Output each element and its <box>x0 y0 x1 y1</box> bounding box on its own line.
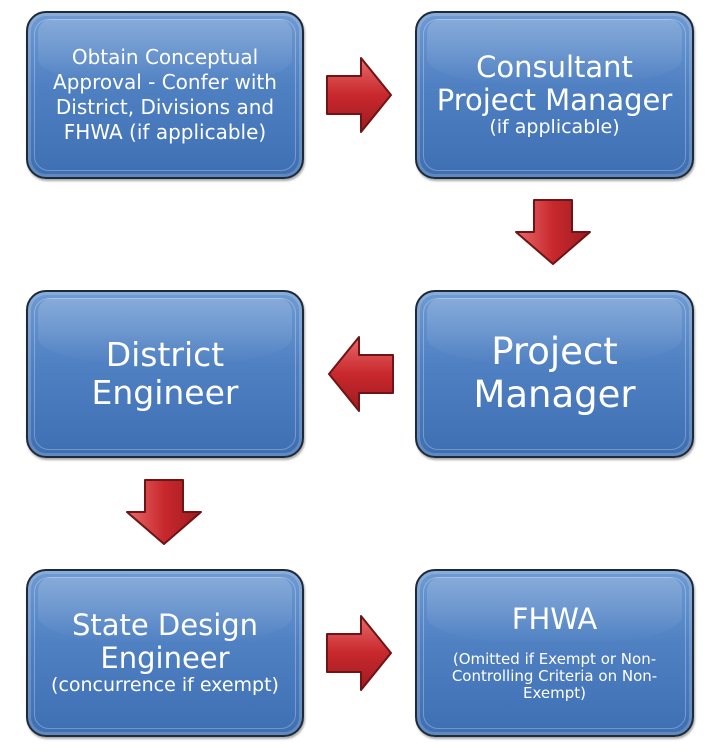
step-project-manager: Project Manager <box>415 290 694 458</box>
step-fhwa: FHWA (Omitted if Exempt or Non- Controll… <box>415 569 694 737</box>
step-project-manager-line-2: Manager <box>473 373 636 416</box>
step-obtain-conceptual-approval-line-3: District, Divisions and <box>55 95 275 119</box>
step-consultant-project-manager-line-1: Consultant <box>476 49 633 84</box>
step-fhwa-title: FHWA <box>511 602 598 637</box>
step-consultant-project-manager: Consultant Project Manager (if applicabl… <box>415 11 694 179</box>
step-fhwa-note-line-1: (Omitted if Exempt or Non- <box>452 649 657 668</box>
step-obtain-conceptual-approval-line-4: FHWA (if applicable) <box>63 120 267 144</box>
arrow-down-icon <box>515 199 591 265</box>
step-project-manager-line-1: Project <box>491 330 618 374</box>
step-obtain-conceptual-approval-line-2: Approval - Confer with <box>53 70 277 94</box>
step-obtain-conceptual-approval: Obtain Conceptual Approval - Confer with… <box>26 11 304 179</box>
step-district-engineer-line-1: District <box>105 335 225 375</box>
arrow-down-icon <box>126 479 202 545</box>
step-district-engineer-text: District Engineer <box>92 336 239 412</box>
step-consultant-project-manager-note: (if applicable) <box>489 116 620 139</box>
arrow-left-icon <box>328 336 394 412</box>
step-district-engineer-line-2: Engineer <box>91 373 239 412</box>
step-fhwa-text: FHWA (Omitted if Exempt or Non- Controll… <box>452 603 657 702</box>
step-state-design-engineer-text: State Design Engineer (concurrence if ex… <box>51 607 279 698</box>
step-obtain-conceptual-approval-line-1: Obtain Conceptual <box>71 45 259 69</box>
step-fhwa-note-line-3: Exempt) <box>523 684 586 703</box>
step-district-engineer: District Engineer <box>26 290 304 458</box>
step-state-design-engineer-line-1: State Design <box>71 607 259 642</box>
step-fhwa-note-line-2: Controlling Criteria on Non- <box>451 667 658 686</box>
arrow-right-icon <box>326 615 392 691</box>
step-consultant-project-manager-text: Consultant Project Manager (if applicabl… <box>436 49 673 140</box>
step-state-design-engineer-note: (concurrence if exempt) <box>51 674 279 697</box>
step-project-manager-text: Project Manager <box>473 331 635 416</box>
step-state-design-engineer: State Design Engineer (concurrence if ex… <box>26 569 304 737</box>
step-consultant-project-manager-line-2: Project Manager <box>436 83 673 118</box>
arrow-right-icon <box>326 57 392 133</box>
step-state-design-engineer-line-2: Engineer <box>100 641 230 676</box>
step-obtain-conceptual-approval-text: Obtain Conceptual Approval - Confer with… <box>53 45 277 145</box>
